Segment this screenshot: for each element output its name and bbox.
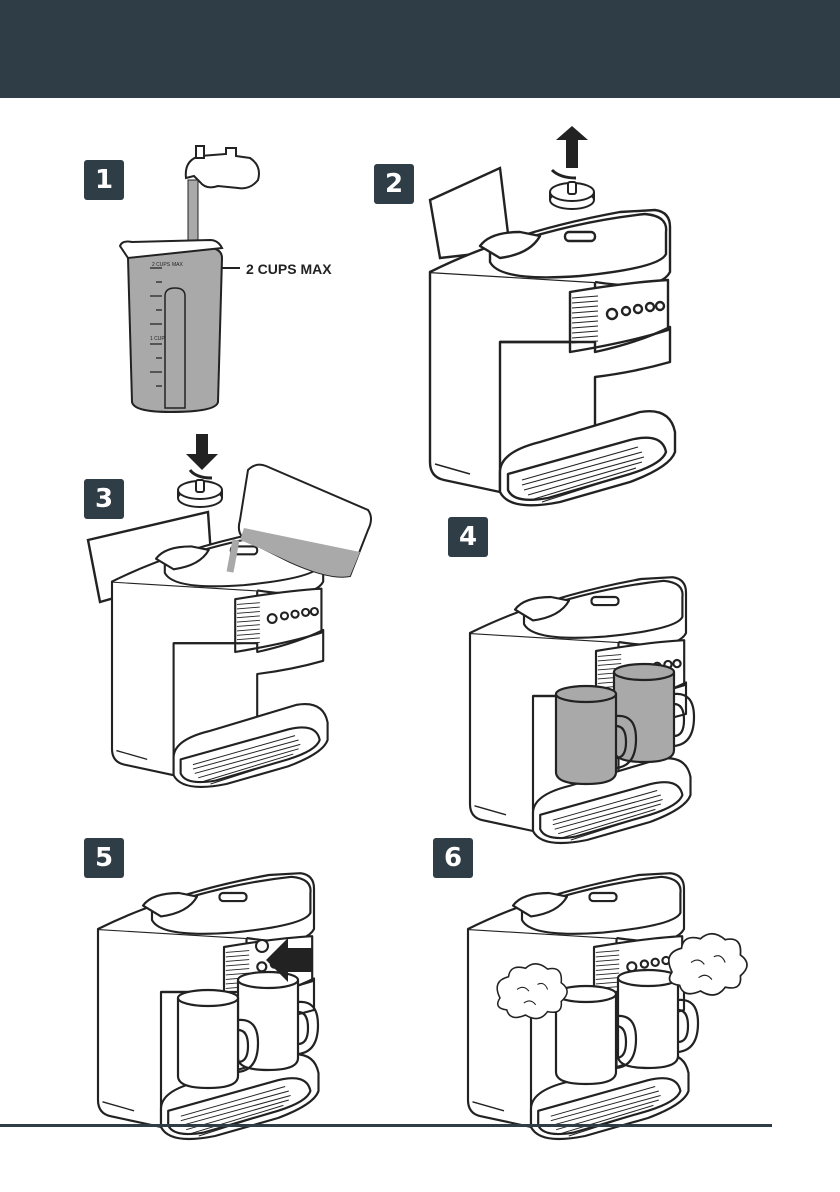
water-jug-icon <box>120 240 222 412</box>
jug-mark-max: MAX <box>172 262 184 268</box>
cap-rotate-arrow-icon <box>178 434 222 507</box>
footer-rule <box>0 1124 772 1127</box>
jug-mark-1-cup: 1 CUP <box>150 336 165 342</box>
machine-step-2 <box>430 168 675 505</box>
jug-mark-2-cups: 2 CUPS <box>152 262 171 268</box>
cap-rotate-arrow-icon <box>550 126 594 209</box>
fill-level-label: 2 CUPS MAX <box>246 261 332 277</box>
